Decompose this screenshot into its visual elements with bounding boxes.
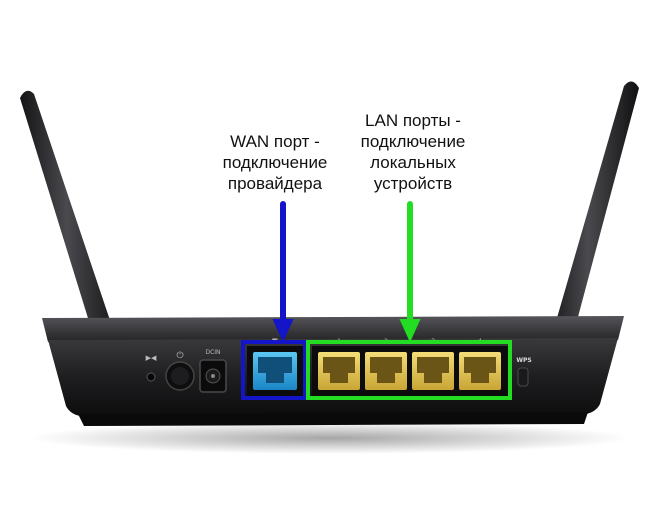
lan-annotation-label: LAN порты - подключение локальных устрой… bbox=[338, 110, 488, 194]
power-icon: ⏻ bbox=[176, 350, 183, 361]
lan-label-line-2: подключение bbox=[360, 132, 466, 151]
lan-port-3: 3 bbox=[412, 338, 454, 390]
lan-label-line-3: локальных bbox=[370, 153, 456, 172]
lan-arrow bbox=[399, 201, 421, 343]
reset-button: ▶◀ bbox=[146, 354, 157, 382]
lan-port-2: 2 bbox=[365, 338, 407, 390]
wan-annotation-label: WAN порт - подключение провайдера bbox=[200, 131, 350, 194]
lan-port-1: 1 bbox=[318, 338, 360, 390]
svg-text:▶◀: ▶◀ bbox=[146, 354, 157, 362]
wan-label-line-1: WAN порт - bbox=[230, 132, 320, 151]
wps-button: WPS bbox=[516, 357, 532, 387]
wan-arrow bbox=[272, 201, 294, 343]
dc-in-port: DCIN bbox=[199, 349, 227, 393]
wan-port: ◩ bbox=[247, 337, 303, 396]
lan-label-line-4: устройств bbox=[373, 174, 453, 193]
wan-label-line-3: провайдера bbox=[227, 174, 323, 193]
svg-text:DCIN: DCIN bbox=[205, 349, 220, 356]
lan-port-4: 4 bbox=[459, 338, 501, 390]
svg-text:WPS: WPS bbox=[516, 357, 531, 364]
lan-label-line-1: LAN порты - bbox=[365, 111, 461, 130]
wan-label-line-2: подключение bbox=[222, 153, 328, 172]
lan-highlight-box bbox=[306, 340, 512, 400]
power-button: ⏻ bbox=[165, 350, 195, 391]
floor-shadow bbox=[30, 422, 630, 454]
wan-highlight-box bbox=[241, 340, 307, 400]
